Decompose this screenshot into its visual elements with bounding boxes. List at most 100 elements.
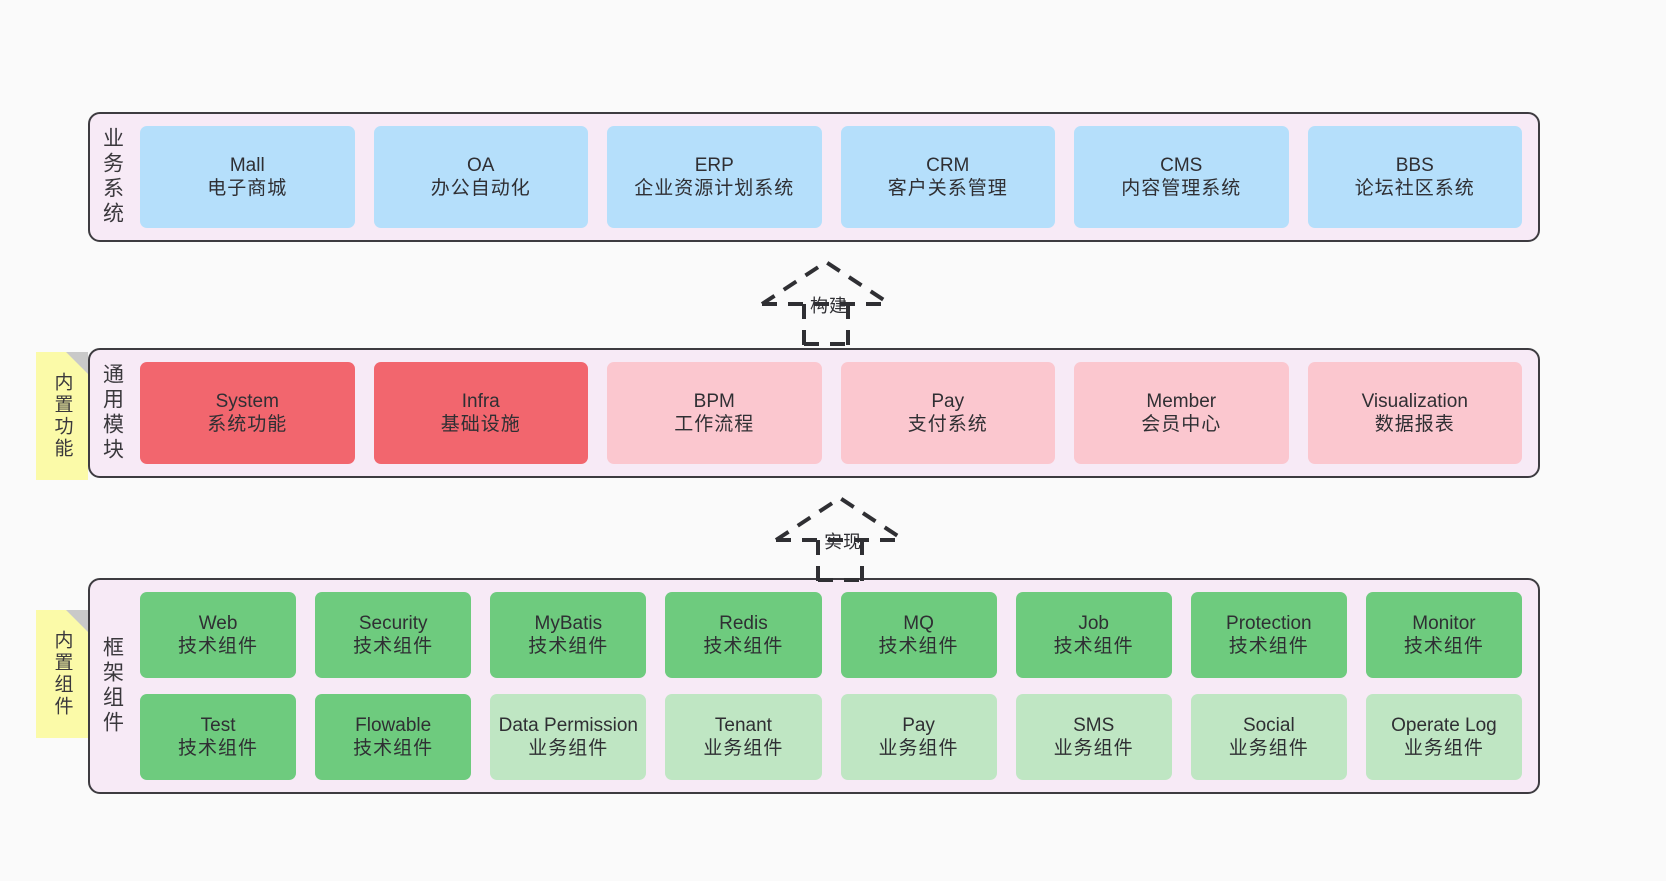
card-title: Pay — [902, 714, 935, 736]
connector-implement-label: 实现 — [824, 532, 862, 552]
card-subtitle: 工作流程 — [674, 414, 755, 435]
card-crm[interactable]: CRM 客户关系管理 — [840, 126, 1055, 228]
card-sms[interactable]: SMS 业务组件 — [1015, 694, 1172, 780]
card-title: MQ — [903, 612, 934, 634]
card-subtitle: 技术组件 — [878, 636, 959, 657]
card-subtitle: 技术组件 — [178, 738, 259, 759]
card-subtitle: 电子商城 — [207, 178, 288, 199]
card-monitor[interactable]: Monitor 技术组件 — [1365, 592, 1522, 678]
card-web[interactable]: Web 技术组件 — [140, 592, 297, 678]
card-subtitle: 技术组件 — [1228, 636, 1309, 657]
card-cms[interactable]: CMS 内容管理系统 — [1074, 126, 1289, 228]
card-redis[interactable]: Redis 技术组件 — [665, 592, 822, 678]
card-title: Job — [1078, 612, 1109, 634]
card-title: CRM — [926, 154, 970, 176]
card-subtitle: 技术组件 — [1053, 636, 1134, 657]
layer-framework-components[interactable]: 框架组件 Web 技术组件 Security 技术组件 MyBatis 技术组件… — [88, 578, 1540, 794]
card-subtitle: 系统功能 — [207, 414, 288, 435]
sticky-note-label: 内置功能 — [51, 372, 73, 460]
card-title: Security — [358, 612, 428, 634]
card-subtitle: 技术组件 — [528, 636, 609, 657]
card-title: Mall — [229, 154, 265, 176]
card-title: Data Permission — [498, 714, 638, 736]
card-security[interactable]: Security 技术组件 — [315, 592, 472, 678]
card-mq[interactable]: MQ 技术组件 — [840, 592, 997, 678]
card-system[interactable]: System 系统功能 — [140, 362, 355, 464]
card-job[interactable]: Job 技术组件 — [1015, 592, 1172, 678]
sticky-note-builtin-features[interactable]: 内置功能 — [36, 352, 88, 480]
layer-business-systems[interactable]: 业务系统 Mall 电子商城 OA 办公自动化 ERP 企业资源计划系统 CRM… — [88, 112, 1540, 242]
card-subtitle: 技术组件 — [353, 636, 434, 657]
card-title: Visualization — [1361, 390, 1468, 412]
card-mall[interactable]: Mall 电子商城 — [140, 126, 355, 228]
card-mybatis[interactable]: MyBatis 技术组件 — [490, 592, 647, 678]
card-row: Mall 电子商城 OA 办公自动化 ERP 企业资源计划系统 CRM 客户关系… — [140, 126, 1522, 228]
connector-build-label: 构建 — [810, 296, 848, 316]
card-subtitle: 业务组件 — [1053, 738, 1134, 759]
card-pay-module[interactable]: Pay 支付系统 — [840, 362, 1055, 464]
card-data-permission[interactable]: Data Permission 业务组件 — [490, 694, 647, 780]
card-title: Test — [200, 714, 236, 736]
card-subtitle: 支付系统 — [907, 414, 988, 435]
card-title: Infra — [461, 390, 500, 412]
card-title: Operate Log — [1391, 714, 1497, 736]
card-subtitle: 业务组件 — [878, 738, 959, 759]
card-title: Flowable — [355, 714, 432, 736]
layer-label-framework-components: 框架组件 — [100, 636, 124, 736]
card-subtitle: 基础设施 — [440, 414, 521, 435]
connector-build: 构建 — [756, 256, 906, 346]
connector-implement: 实现 — [770, 492, 920, 582]
card-grid-business-systems: Mall 电子商城 OA 办公自动化 ERP 企业资源计划系统 CRM 客户关系… — [134, 114, 1538, 240]
card-subtitle: 论坛社区系统 — [1354, 178, 1475, 199]
card-subtitle: 内容管理系统 — [1121, 178, 1242, 199]
card-bbs[interactable]: BBS 论坛社区系统 — [1307, 126, 1522, 228]
card-row: Test 技术组件 Flowable 技术组件 Data Permission … — [140, 694, 1522, 780]
card-flowable[interactable]: Flowable 技术组件 — [315, 694, 472, 780]
card-title: BBS — [1395, 154, 1434, 176]
card-protection[interactable]: Protection 技术组件 — [1190, 592, 1347, 678]
sticky-note-builtin-components[interactable]: 内置组件 — [36, 610, 88, 738]
card-title: Pay — [931, 390, 965, 412]
card-title: Member — [1146, 390, 1217, 412]
card-subtitle: 会员中心 — [1141, 414, 1222, 435]
card-subtitle: 企业资源计划系统 — [634, 178, 795, 199]
card-row: System 系统功能 Infra 基础设施 BPM 工作流程 Pay 支付系统… — [140, 362, 1522, 464]
card-erp[interactable]: ERP 企业资源计划系统 — [607, 126, 822, 228]
card-title: Social — [1242, 714, 1295, 736]
card-test[interactable]: Test 技术组件 — [140, 694, 297, 780]
card-title: Redis — [719, 612, 768, 634]
card-title: System — [215, 390, 279, 412]
card-title: MyBatis — [534, 612, 603, 634]
card-title: CMS — [1160, 154, 1203, 176]
card-subtitle: 业务组件 — [528, 738, 609, 759]
sticky-note-label: 内置组件 — [51, 630, 73, 718]
card-title: Monitor — [1412, 612, 1476, 634]
card-pay-component[interactable]: Pay 业务组件 — [840, 694, 997, 780]
note-fold-icon — [66, 610, 88, 632]
note-fold-icon — [66, 352, 88, 374]
card-subtitle: 技术组件 — [703, 636, 784, 657]
layer-label-business-systems: 业务系统 — [100, 127, 124, 227]
card-tenant[interactable]: Tenant 业务组件 — [665, 694, 822, 780]
card-grid-framework-components: Web 技术组件 Security 技术组件 MyBatis 技术组件 Redi… — [134, 580, 1538, 792]
card-title: Protection — [1226, 612, 1312, 634]
card-infra[interactable]: Infra 基础设施 — [373, 362, 588, 464]
card-visualization[interactable]: Visualization 数据报表 — [1307, 362, 1522, 464]
card-title: OA — [467, 154, 495, 176]
card-title: Web — [198, 612, 238, 634]
card-subtitle: 数据报表 — [1374, 414, 1455, 435]
card-title: Tenant — [714, 714, 772, 736]
card-subtitle: 客户关系管理 — [887, 178, 1008, 199]
card-bpm[interactable]: BPM 工作流程 — [607, 362, 822, 464]
card-subtitle: 办公自动化 — [430, 178, 531, 199]
card-member[interactable]: Member 会员中心 — [1074, 362, 1289, 464]
card-oa[interactable]: OA 办公自动化 — [373, 126, 588, 228]
card-social[interactable]: Social 业务组件 — [1190, 694, 1347, 780]
card-subtitle: 技术组件 — [1403, 636, 1484, 657]
card-operate-log[interactable]: Operate Log 业务组件 — [1365, 694, 1522, 780]
layer-label-common-modules: 通用模块 — [100, 363, 124, 463]
layer-common-modules[interactable]: 通用模块 System 系统功能 Infra 基础设施 BPM 工作流程 Pay… — [88, 348, 1540, 478]
card-subtitle: 业务组件 — [703, 738, 784, 759]
card-title: BPM — [693, 390, 735, 412]
